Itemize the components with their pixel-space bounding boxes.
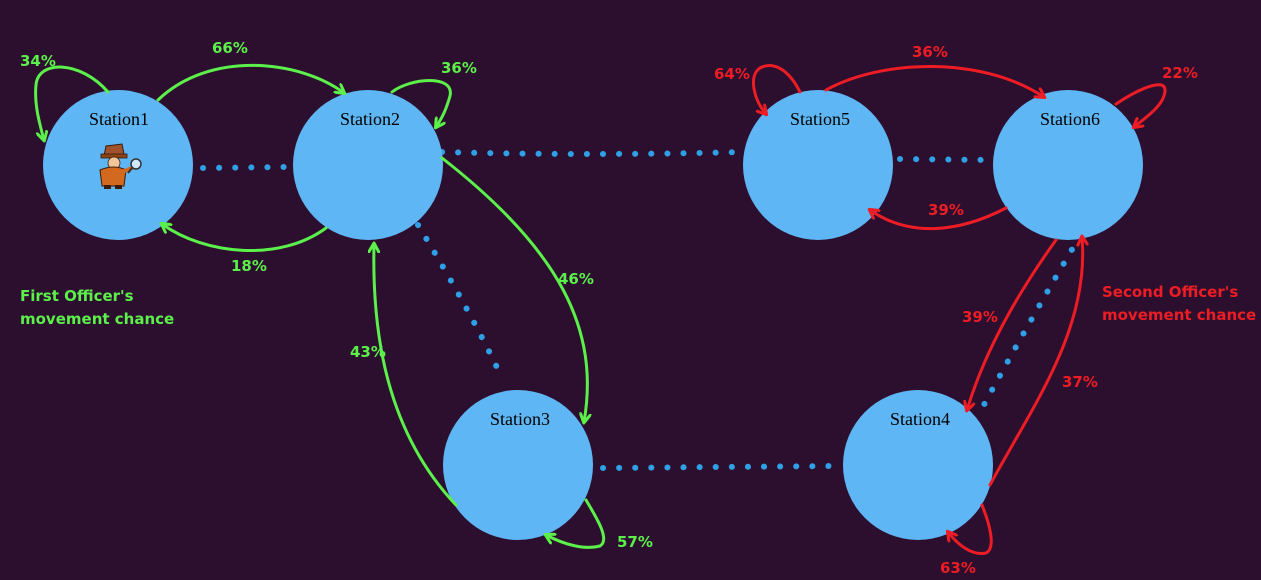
station3-node[interactable] xyxy=(443,390,593,540)
station-links xyxy=(200,149,1083,471)
label-station4-to-station6: 37% xyxy=(1062,373,1098,391)
label-station5-self: 64% xyxy=(714,65,750,83)
arrow-station5-to-station6 xyxy=(824,65,1044,97)
arrow-station4-to-station6 xyxy=(988,237,1083,487)
label-station1-to-station2: 66% xyxy=(212,39,248,57)
label-station3-self: 57% xyxy=(617,533,653,551)
label-station2-to-station3: 46% xyxy=(558,270,594,288)
arrow-station4-self xyxy=(948,503,993,555)
station6-label: Station6 xyxy=(1040,109,1100,129)
link-station2-station3 xyxy=(415,222,506,383)
station3-label: Station3 xyxy=(490,409,550,429)
link-station5-station6 xyxy=(897,156,991,163)
label-station2-to-station1: 18% xyxy=(231,257,267,275)
arrow-station6-self xyxy=(1114,83,1167,127)
arrow-station1-self xyxy=(34,65,110,140)
second-officer-caption-line1: Second Officer's xyxy=(1102,283,1239,301)
link-station2-station5 xyxy=(439,149,745,157)
arrow-station3-to-station2 xyxy=(374,244,458,507)
arrow-station1-to-station2 xyxy=(156,63,344,102)
second-officer-arrows xyxy=(751,64,1167,555)
station2-label: Station2 xyxy=(340,109,400,129)
label-station5-to-station6: 36% xyxy=(912,43,948,61)
station5-node[interactable] xyxy=(743,90,893,240)
link-station3-station4 xyxy=(600,463,838,471)
label-station3-to-station2: 43% xyxy=(350,343,386,361)
arrow-station2-to-station3 xyxy=(440,156,587,422)
arrow-station5-self xyxy=(751,64,802,114)
label-station2-self: 36% xyxy=(441,59,477,77)
first-officer-caption-line1: First Officer's xyxy=(20,287,134,305)
second-officer-labels: 64% 36% 22% 39% 39% 37% 63% xyxy=(714,43,1198,577)
label-station6-to-station4: 39% xyxy=(962,308,998,326)
label-station6-self: 22% xyxy=(1162,64,1198,82)
second-officer-caption: Second Officer's movement chance xyxy=(1102,281,1256,327)
station6-node[interactable] xyxy=(993,90,1143,240)
station4-label: Station4 xyxy=(890,409,950,429)
link-station6-station4 xyxy=(977,233,1083,415)
label-station4-self: 63% xyxy=(940,559,976,577)
station5-label: Station5 xyxy=(790,109,850,129)
first-officer-caption: First Officer's movement chance xyxy=(20,285,174,331)
link-station1-station2 xyxy=(200,164,288,171)
first-officer-labels: 34% 66% 36% 18% 46% 43% 57% xyxy=(20,39,653,551)
label-station1-self: 34% xyxy=(20,52,56,70)
detective-icon xyxy=(99,143,142,189)
arrow-station2-self xyxy=(390,79,452,128)
arrow-station2-to-station1 xyxy=(162,224,328,252)
station4-node[interactable] xyxy=(843,390,993,540)
label-station6-to-station5: 39% xyxy=(928,201,964,219)
station1-label: Station1 xyxy=(89,109,149,129)
second-officer-caption-line2: movement chance xyxy=(1102,306,1257,324)
station-labels: Station1 Station2 Station3 Station4 Stat… xyxy=(89,109,1100,429)
first-officer-caption-line2: movement chance xyxy=(20,310,175,328)
first-officer-arrows xyxy=(34,63,606,549)
arrow-station6-to-station4 xyxy=(967,238,1058,410)
station2-node[interactable] xyxy=(293,90,443,240)
arrow-station3-self xyxy=(546,498,606,549)
arrow-station6-to-station5 xyxy=(870,206,1008,231)
